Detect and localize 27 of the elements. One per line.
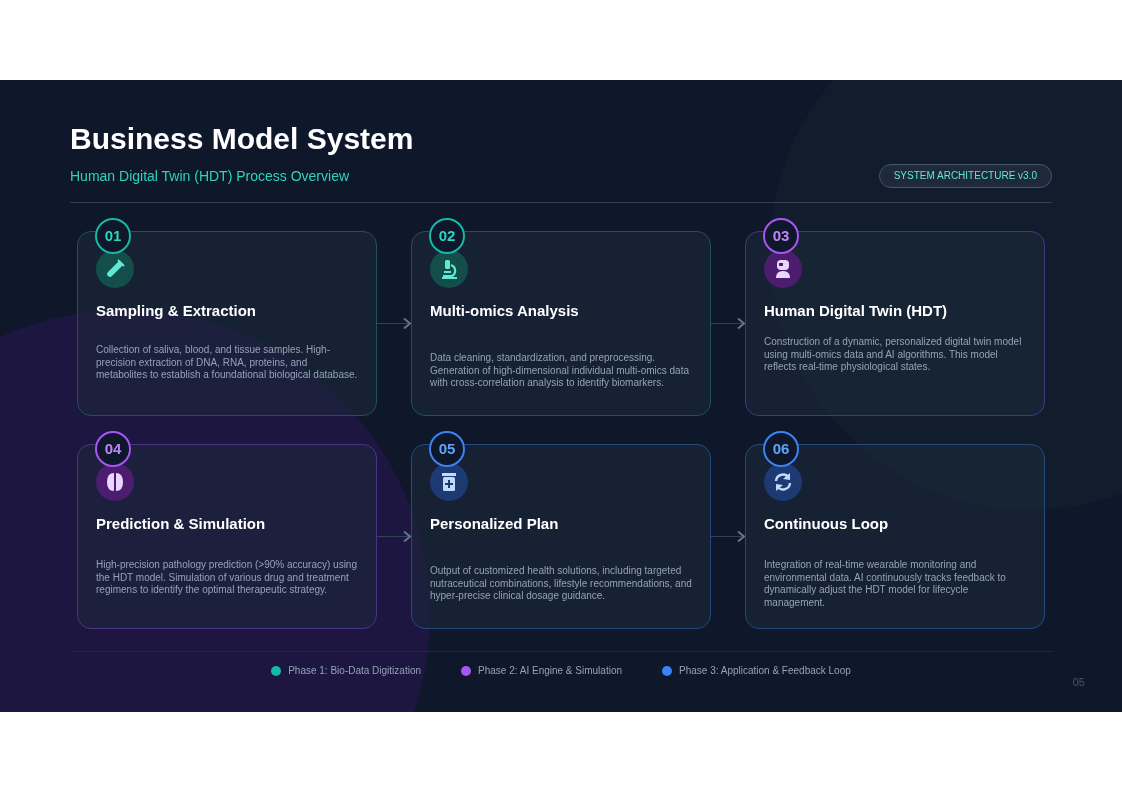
card-description: Collection of saliva, blood, and tissue samples. High-precision extraction of DNA, RNA, proteins, and metabolites to establish a foundational biological database. xyxy=(96,344,358,382)
card-description: Construction of a dynamic, personalized digital twin model using multi-omics data and AI algorithms. This model reflects real-time physiological states. xyxy=(764,336,1023,374)
step-number: 01 xyxy=(95,218,131,254)
legend-text: Phase 3: Application & Feedback Loop xyxy=(679,665,851,676)
card-description: Output of customized health solutions, including targeted nutraceutical combinations, lifestyle recommendations, and hyper-precise clinical dosage guidance. xyxy=(430,565,692,603)
step-number: 02 xyxy=(429,218,465,254)
arrow xyxy=(376,530,412,543)
version-tag: SYSTEM ARCHITECTURE v3.0 xyxy=(878,164,1052,188)
legend-text: Phase 2: AI Engine & Simulation xyxy=(478,665,622,676)
card-title: Continuous Loop xyxy=(764,515,889,532)
card-title: Human Digital Twin (HDT) xyxy=(764,302,948,319)
page-title: Business Model System xyxy=(70,122,414,156)
card-description: Integration of real-time wearable monitoring and environmental data. AI continuously tracks feedback to dynamically adjust the HDT model for lifecycle management. xyxy=(764,559,1007,610)
card-description: Data cleaning, standardization, and preprocessing. Generation of high-dimensional individual multi-omics data with cross-correlation analysis to identify biomarkers. xyxy=(430,352,691,390)
step-number: 03 xyxy=(763,218,799,254)
step-number: 05 xyxy=(429,431,465,467)
card-title: Multi-omics Analysis xyxy=(430,302,579,319)
card-title: Prediction & Simulation xyxy=(96,515,266,532)
card-title: Sampling & Extraction xyxy=(96,302,257,319)
legend-text: Phase 1: Bio-Data Digitization xyxy=(288,665,422,676)
card-title: Personalized Plan xyxy=(430,515,559,532)
arrow xyxy=(710,530,746,543)
step-number: 06 xyxy=(763,431,799,467)
arrow xyxy=(376,317,412,330)
arrow xyxy=(710,317,746,330)
card-description: High-precision pathology prediction (>90% accuracy) using the HDT model. Simulation of various drug and treatment regimens to identify the optimal therapeutic strategy. xyxy=(96,559,358,597)
page-subtitle: Human Digital Twin (HDT) Process Overview xyxy=(70,168,350,184)
